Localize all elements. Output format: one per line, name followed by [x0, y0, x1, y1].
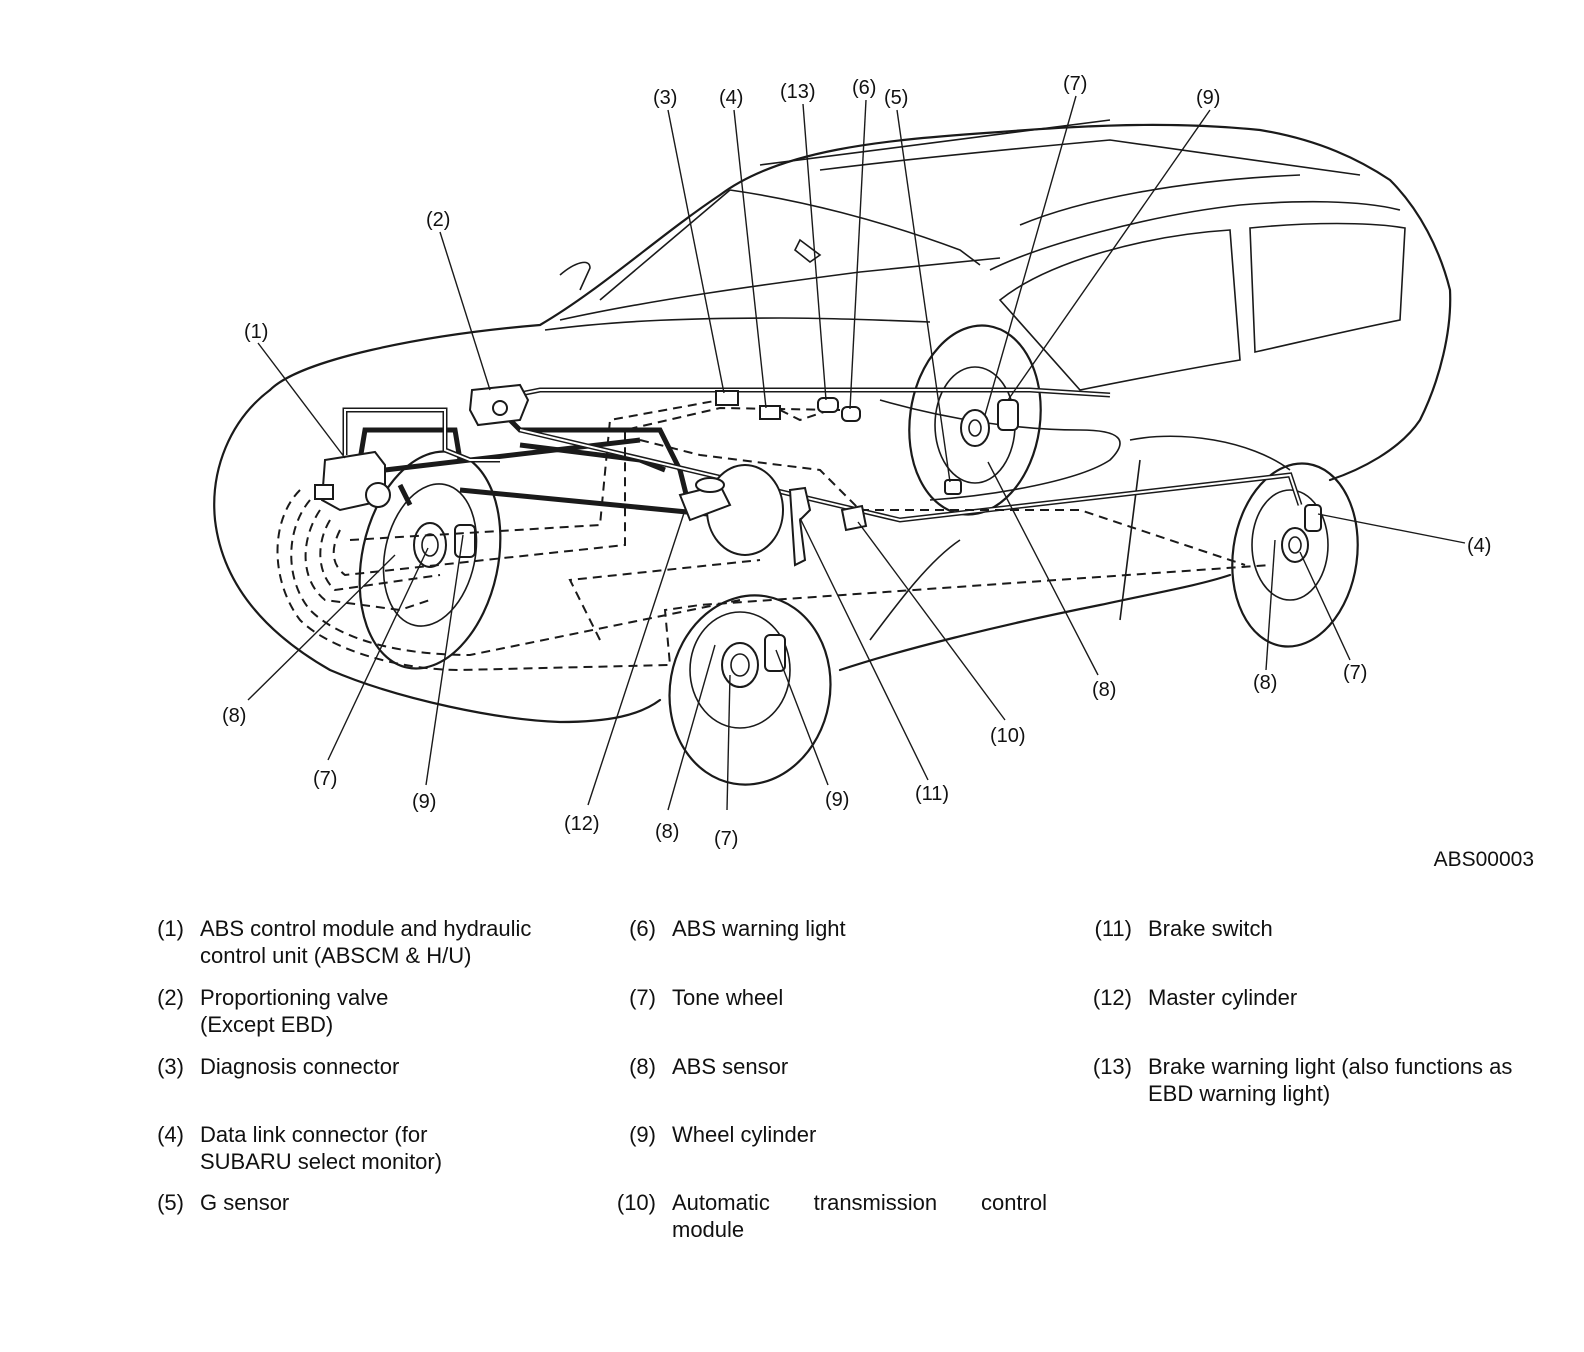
callout-8-left: (8) [222, 705, 246, 727]
legend-text: Automatic transmission control module [672, 1190, 1047, 1242]
callout-11: (11) [915, 783, 949, 805]
legend-num: (1) [157, 916, 184, 941]
legend-text: Tone wheel [672, 985, 784, 1010]
transmission-control-module [840, 504, 868, 532]
legend-text: G sensor [200, 1190, 290, 1215]
callout-7-front: (7) [714, 828, 738, 850]
callout-3: (3) [653, 87, 677, 109]
legend-text: Proportioning valve (Except EBD) [200, 985, 389, 1037]
legend-num: (10) [616, 1190, 656, 1215]
legend-text: Data link connector (for SUBARU select m… [200, 1122, 443, 1174]
callout-4-right: (4) [1467, 535, 1491, 557]
legend-num: (9) [629, 1122, 656, 1147]
callout-labels: (1) (2) (3) (4) (13) (6) (5) (7) (9) (4)… [222, 73, 1491, 850]
brake-warning-light [817, 397, 839, 413]
legend-num: (8) [629, 1054, 656, 1079]
figure-code: ABS00003 [1433, 848, 1534, 871]
callout-7-rear: (7) [1063, 73, 1087, 95]
callout-9-rear: (9) [1196, 87, 1220, 109]
callout-1: (1) [244, 321, 268, 343]
legend-text: Wheel cylinder [672, 1122, 817, 1147]
callout-8-rear: (8) [1092, 679, 1116, 701]
rear-left-wheel [908, 324, 1042, 516]
callout-13: (13) [780, 81, 816, 103]
legend-num: (12) [1092, 985, 1132, 1010]
callout-9-left: (9) [412, 791, 436, 813]
legend-text: Master cylinder [1148, 985, 1298, 1010]
brake-switch [788, 486, 812, 567]
abs-warning-light [841, 406, 861, 422]
legend-text: ABS sensor [672, 1054, 789, 1079]
diagnosis-connector [715, 390, 739, 406]
legend-text: Brake warning light (also functions as E… [1148, 1054, 1513, 1106]
legend-num: (4) [157, 1122, 184, 1147]
legend-num: (13) [1092, 1054, 1132, 1079]
callout-6: (6) [852, 77, 876, 99]
callout-12: (12) [564, 813, 600, 835]
callout-10: (10) [990, 725, 1026, 747]
wiring-harness [276, 399, 1271, 672]
front-right-wheel [668, 594, 832, 786]
parts-legend: (1) ABS control module and hydraulic con… [140, 915, 1560, 1295]
legend-text: ABS warning light [672, 916, 846, 941]
brake-pipes [342, 387, 1303, 523]
legend-num: (3) [157, 1054, 184, 1079]
callout-9-front: (9) [825, 789, 849, 811]
callout-8-front: (8) [655, 821, 679, 843]
data-link-connector [759, 405, 781, 420]
legend-num: (11) [1094, 916, 1133, 941]
legend-text: Diagnosis connector [200, 1054, 400, 1079]
proportioning-valve [468, 383, 530, 427]
legend-text: Brake switch [1148, 916, 1273, 941]
callout-4-top: (4) [719, 87, 743, 109]
vehicle-outline [213, 119, 1452, 724]
legend-num: (5) [157, 1190, 184, 1215]
legend-num: (7) [629, 985, 656, 1010]
callout-2: (2) [426, 209, 450, 231]
abs-control-module-unit [314, 450, 391, 512]
legend-num: (2) [157, 985, 184, 1010]
legend-num: (6) [629, 916, 656, 941]
master-cylinder-booster [678, 464, 784, 556]
callout-7-left: (7) [313, 768, 337, 790]
abs-system-diagram: (1) (2) (3) (4) (13) (6) (5) (7) (9) (4)… [213, 73, 1491, 850]
legend-text: ABS control module and hydraulic control… [200, 916, 532, 968]
callout-7-right: (7) [1343, 662, 1367, 684]
leader-lines [247, 95, 1466, 811]
rear-right-wheel [1231, 462, 1359, 648]
callout-5: (5) [884, 87, 908, 109]
callout-8-right: (8) [1253, 672, 1277, 694]
